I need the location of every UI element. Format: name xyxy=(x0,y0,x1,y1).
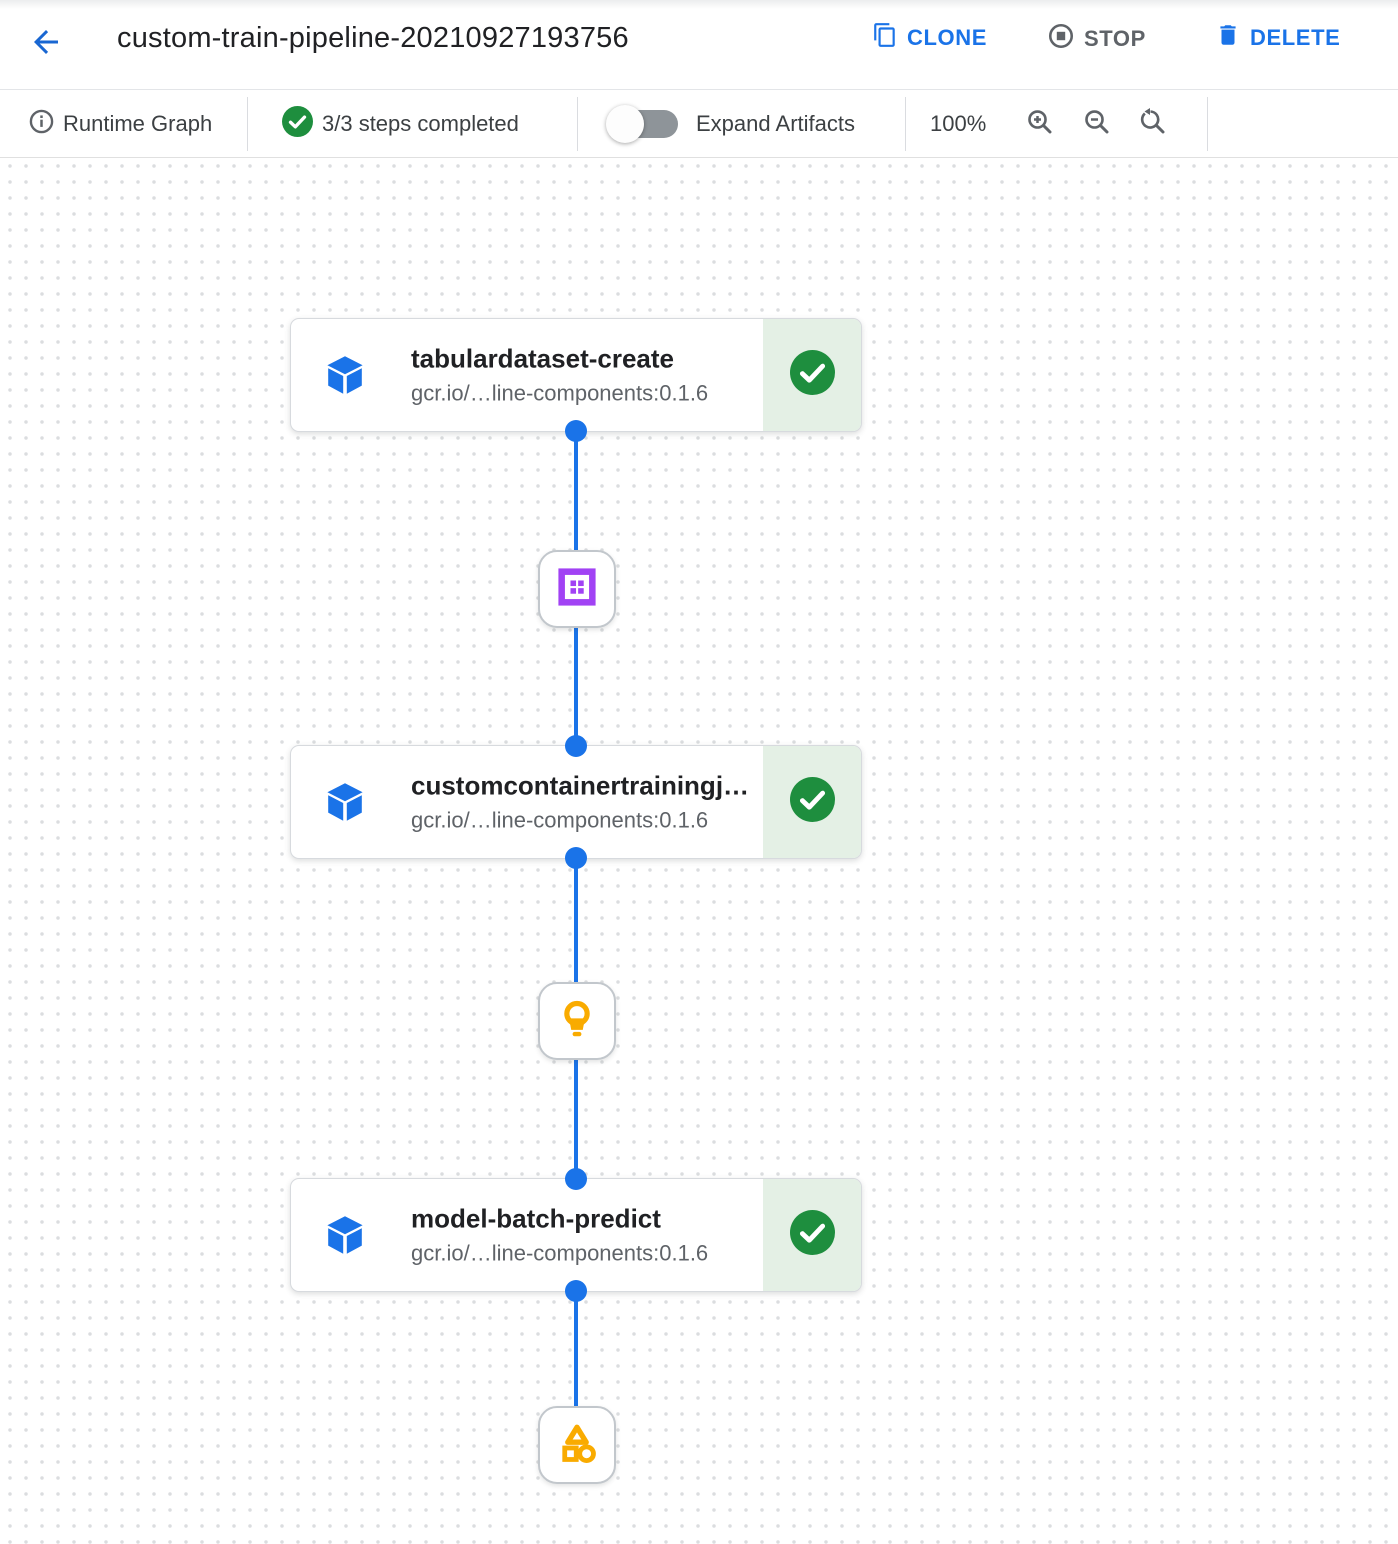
stop-icon xyxy=(1047,22,1075,56)
exec-node-model-batch-predict[interactable]: model-batch-predict gcr.io/…line-compone… xyxy=(290,1178,862,1292)
artifact-node-generic[interactable] xyxy=(538,1406,616,1484)
status-badge-completed xyxy=(763,746,861,858)
delete-button-label: DELETE xyxy=(1250,25,1341,50)
graph-toolbar: Runtime Graph 3/3 steps completed Expand… xyxy=(0,90,1398,158)
pipeline-graph-canvas[interactable]: tabulardataset-create gcr.io/…line-compo… xyxy=(0,158,1398,1544)
status-badge-completed xyxy=(763,319,861,431)
info-icon[interactable] xyxy=(28,108,55,140)
success-check-icon xyxy=(789,350,835,400)
node-image-uri: gcr.io/…line-components:0.1.6 xyxy=(411,380,709,406)
model-icon xyxy=(554,996,600,1047)
edge-port-node3-in xyxy=(565,1168,587,1190)
artifact-node-dataset[interactable] xyxy=(538,550,616,628)
edge-port-node3-out xyxy=(565,1280,587,1302)
status-badge-completed xyxy=(763,1179,861,1291)
page-title: custom-train-pipeline-20210927193756 xyxy=(117,22,629,54)
toolbar-divider xyxy=(1207,97,1208,151)
component-cube-icon xyxy=(321,778,369,826)
toolbar-divider xyxy=(247,97,248,151)
exec-node-customcontainertrainingjob[interactable]: customcontainertrainingj… gcr.io/…line-c… xyxy=(290,745,862,859)
toolbar-divider xyxy=(905,97,906,151)
node-title: tabulardataset-create xyxy=(411,343,674,374)
top-scroll-shadow xyxy=(0,0,1398,9)
component-cube-icon xyxy=(321,1211,369,1259)
stop-button-label: STOP xyxy=(1084,26,1146,51)
back-button[interactable] xyxy=(26,23,66,63)
node-title: customcontainertrainingj… xyxy=(411,770,750,801)
zoom-in-button[interactable] xyxy=(1023,107,1057,141)
toggle-knob xyxy=(606,104,644,143)
view-label: Runtime Graph xyxy=(63,110,213,136)
zoom-out-button[interactable] xyxy=(1080,107,1114,141)
edge-port-node1-out xyxy=(565,420,587,442)
reset-zoom-icon xyxy=(1138,108,1168,140)
clone-button-label: CLONE xyxy=(907,25,987,50)
dataset-icon xyxy=(554,564,600,615)
exec-node-tabulardataset-create[interactable]: tabulardataset-create gcr.io/…line-compo… xyxy=(290,318,862,432)
steps-completed-check-icon xyxy=(282,105,313,142)
expand-artifacts-label: Expand Artifacts xyxy=(696,110,855,136)
reset-zoom-button[interactable] xyxy=(1136,107,1170,141)
clone-icon xyxy=(872,22,898,54)
expand-artifacts-toggle[interactable] xyxy=(606,104,678,143)
success-check-icon xyxy=(789,777,835,827)
trash-icon xyxy=(1215,22,1241,54)
zoom-in-icon xyxy=(1025,110,1055,140)
zoom-level-label: 100% xyxy=(930,110,987,136)
success-check-icon xyxy=(789,1210,835,1260)
generic-artifact-icon xyxy=(554,1420,600,1471)
component-cube-icon xyxy=(321,351,369,399)
arrow-back-icon xyxy=(28,29,64,63)
artifact-node-model[interactable] xyxy=(538,982,616,1060)
node-image-uri: gcr.io/…line-components:0.1.6 xyxy=(411,1240,709,1266)
stop-button[interactable]: STOP xyxy=(1047,22,1146,56)
clone-button[interactable]: CLONE xyxy=(872,22,987,54)
steps-status-label: 3/3 steps completed xyxy=(322,110,519,136)
node-image-uri: gcr.io/…line-components:0.1.6 xyxy=(411,807,709,833)
delete-button[interactable]: DELETE xyxy=(1215,22,1340,54)
edge-port-node2-out xyxy=(565,847,587,869)
toolbar-divider xyxy=(577,97,578,151)
node-title: model-batch-predict xyxy=(411,1203,661,1234)
edge-node3-to-artifact xyxy=(574,1290,578,1430)
header: custom-train-pipeline-20210927193756 CLO… xyxy=(0,0,1398,90)
zoom-out-icon xyxy=(1082,110,1112,140)
edge-port-node2-in xyxy=(565,735,587,757)
